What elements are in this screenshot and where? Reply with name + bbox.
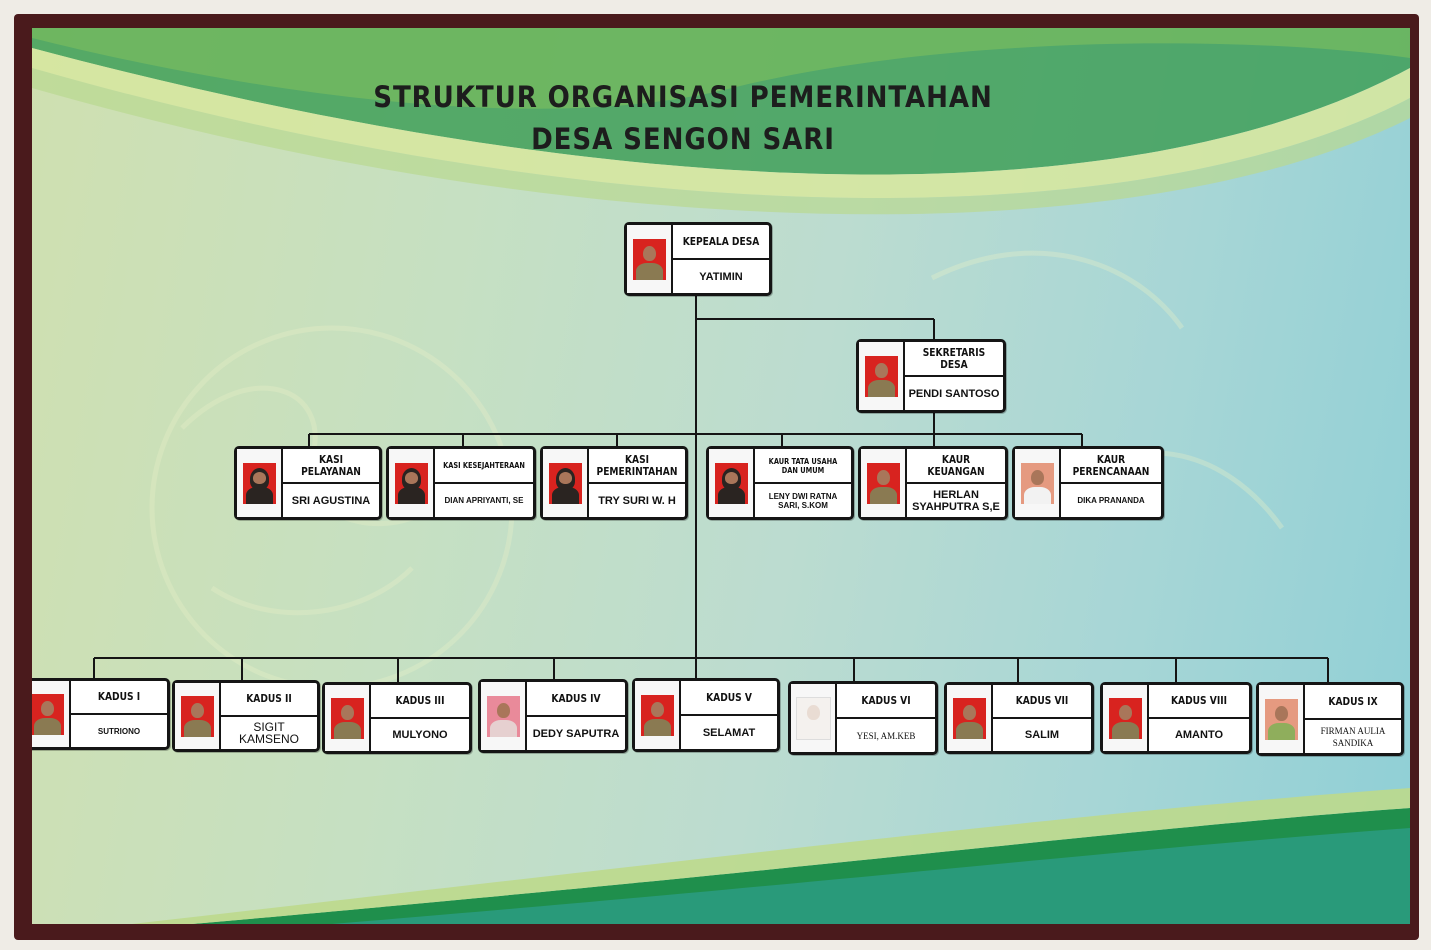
card-head: KEPEALA DESA YATIMIN (624, 222, 772, 296)
person-name: AMANTO (1174, 729, 1224, 741)
person-name: HERLAN SYAHPUTRA S,E (912, 488, 1000, 513)
photo (481, 682, 527, 750)
poster-background (32, 28, 1410, 924)
photo (1259, 685, 1305, 753)
person-name: DIAN APRIYANTI, SE (444, 496, 524, 505)
person-name: SELAMAT (702, 726, 756, 739)
person-name: SIGIT KAMSENO (238, 720, 299, 746)
connector-lines (93, 294, 1329, 684)
card-secretary: SEKRETARIS DESA PENDI SANTOSO (856, 339, 1006, 413)
photo (175, 683, 221, 749)
card-kadus: KADUS III MULYONO (322, 682, 472, 754)
role-label: KASI KESEJAHTERAAN (443, 461, 525, 470)
org-chart-poster: STRUKTUR ORGANISASI PEMERINTAHAN DESA SE… (32, 28, 1410, 924)
photo (859, 342, 905, 410)
card-kadus: KADUS V SELAMAT (632, 678, 780, 752)
photo (635, 681, 681, 749)
card-kadus: KADUS VIII AMANTO (1100, 682, 1252, 754)
person-name: PENDI SANTOSO (908, 387, 1000, 400)
photo (627, 225, 673, 293)
photo (325, 685, 371, 751)
card-kasi: KASI PEMERINTAHAN TRY SURI W. H (540, 446, 688, 520)
person-name: LENY DWI RATNA SARI, S.KOM (768, 491, 838, 510)
card-kadus: KADUS I SUTRIONO (32, 678, 170, 750)
card-kadus: KADUS IX FIRMAN AULIA SANDIKA (1256, 682, 1404, 756)
card-kadus: KADUS IV DEDY SAPUTRA (478, 679, 628, 753)
role-label: KAUR PERENCANAAN (1072, 452, 1150, 478)
photo (1015, 449, 1061, 517)
photo (1103, 685, 1149, 751)
card-kadus: KADUS VI YESI, AM.KEB (788, 681, 938, 755)
role-label: KADUS VII (1015, 694, 1069, 707)
role-label: KADUS V (706, 690, 752, 704)
card-kaur: KAUR PERENCANAAN DIKA PRANANDA (1012, 446, 1164, 520)
card-kadus: KADUS VII SALIM (944, 682, 1094, 754)
role-label: SEKRETARIS DESA (922, 345, 986, 371)
card-kaur: KAUR TATA USAHA DAN UMUM LENY DWI RATNA … (706, 446, 854, 520)
photo (861, 449, 907, 517)
card-kadus: KADUS II SIGIT KAMSENO (172, 680, 320, 752)
person-name: SALIM (1024, 729, 1060, 741)
card-kaur: KAUR KEUANGAN HERLAN SYAHPUTRA S,E (858, 446, 1008, 520)
card-kasi: KASI KESEJAHTERAAN DIAN APRIYANTI, SE (386, 446, 536, 520)
role-label: KADUS IX (1328, 694, 1378, 708)
role-label: KADUS III (395, 694, 445, 707)
person-name: TRY SURI W. H (598, 494, 676, 507)
photo (389, 449, 435, 517)
photo (543, 449, 589, 517)
role-label: KADUS VIII (1170, 694, 1227, 707)
role-label: KAUR KEUANGAN (927, 452, 985, 478)
photo (237, 449, 283, 517)
role-label: KASI PEMERINTAHAN (596, 452, 678, 478)
chart-subtitle: DESA SENGON SARI (531, 122, 835, 156)
person-name: DEDY SAPUTRA (532, 727, 620, 740)
role-label: KASI PELAYANAN (301, 452, 361, 478)
chart-title: STRUKTUR ORGANISASI PEMERINTAHAN (373, 80, 993, 114)
person-name: YATIMIN (699, 270, 743, 283)
role-label: KADUS VI (861, 693, 911, 707)
person-name: SRI AGUSTINA (291, 494, 371, 507)
photo (791, 684, 837, 752)
person-name: MULYONO (392, 729, 448, 741)
person-name: SUTRIONO (97, 726, 141, 736)
role-label: KADUS I (97, 690, 141, 703)
person-name: YESI, AM.KEB (856, 730, 916, 741)
role-label: KAUR TATA USAHA DAN UMUM (768, 456, 838, 475)
photo (947, 685, 993, 751)
role-label: KEPEALA DESA (682, 234, 760, 248)
person-name: DIKA PRANANDA (1077, 496, 1145, 505)
role-label: KADUS II (246, 692, 292, 705)
person-name: FIRMAN AULIA SANDIKA (1320, 725, 1386, 748)
role-label: KADUS IV (551, 691, 601, 705)
photo (32, 681, 71, 747)
card-kasi: KASI PELAYANAN SRI AGUSTINA (234, 446, 382, 520)
photo (709, 449, 755, 517)
